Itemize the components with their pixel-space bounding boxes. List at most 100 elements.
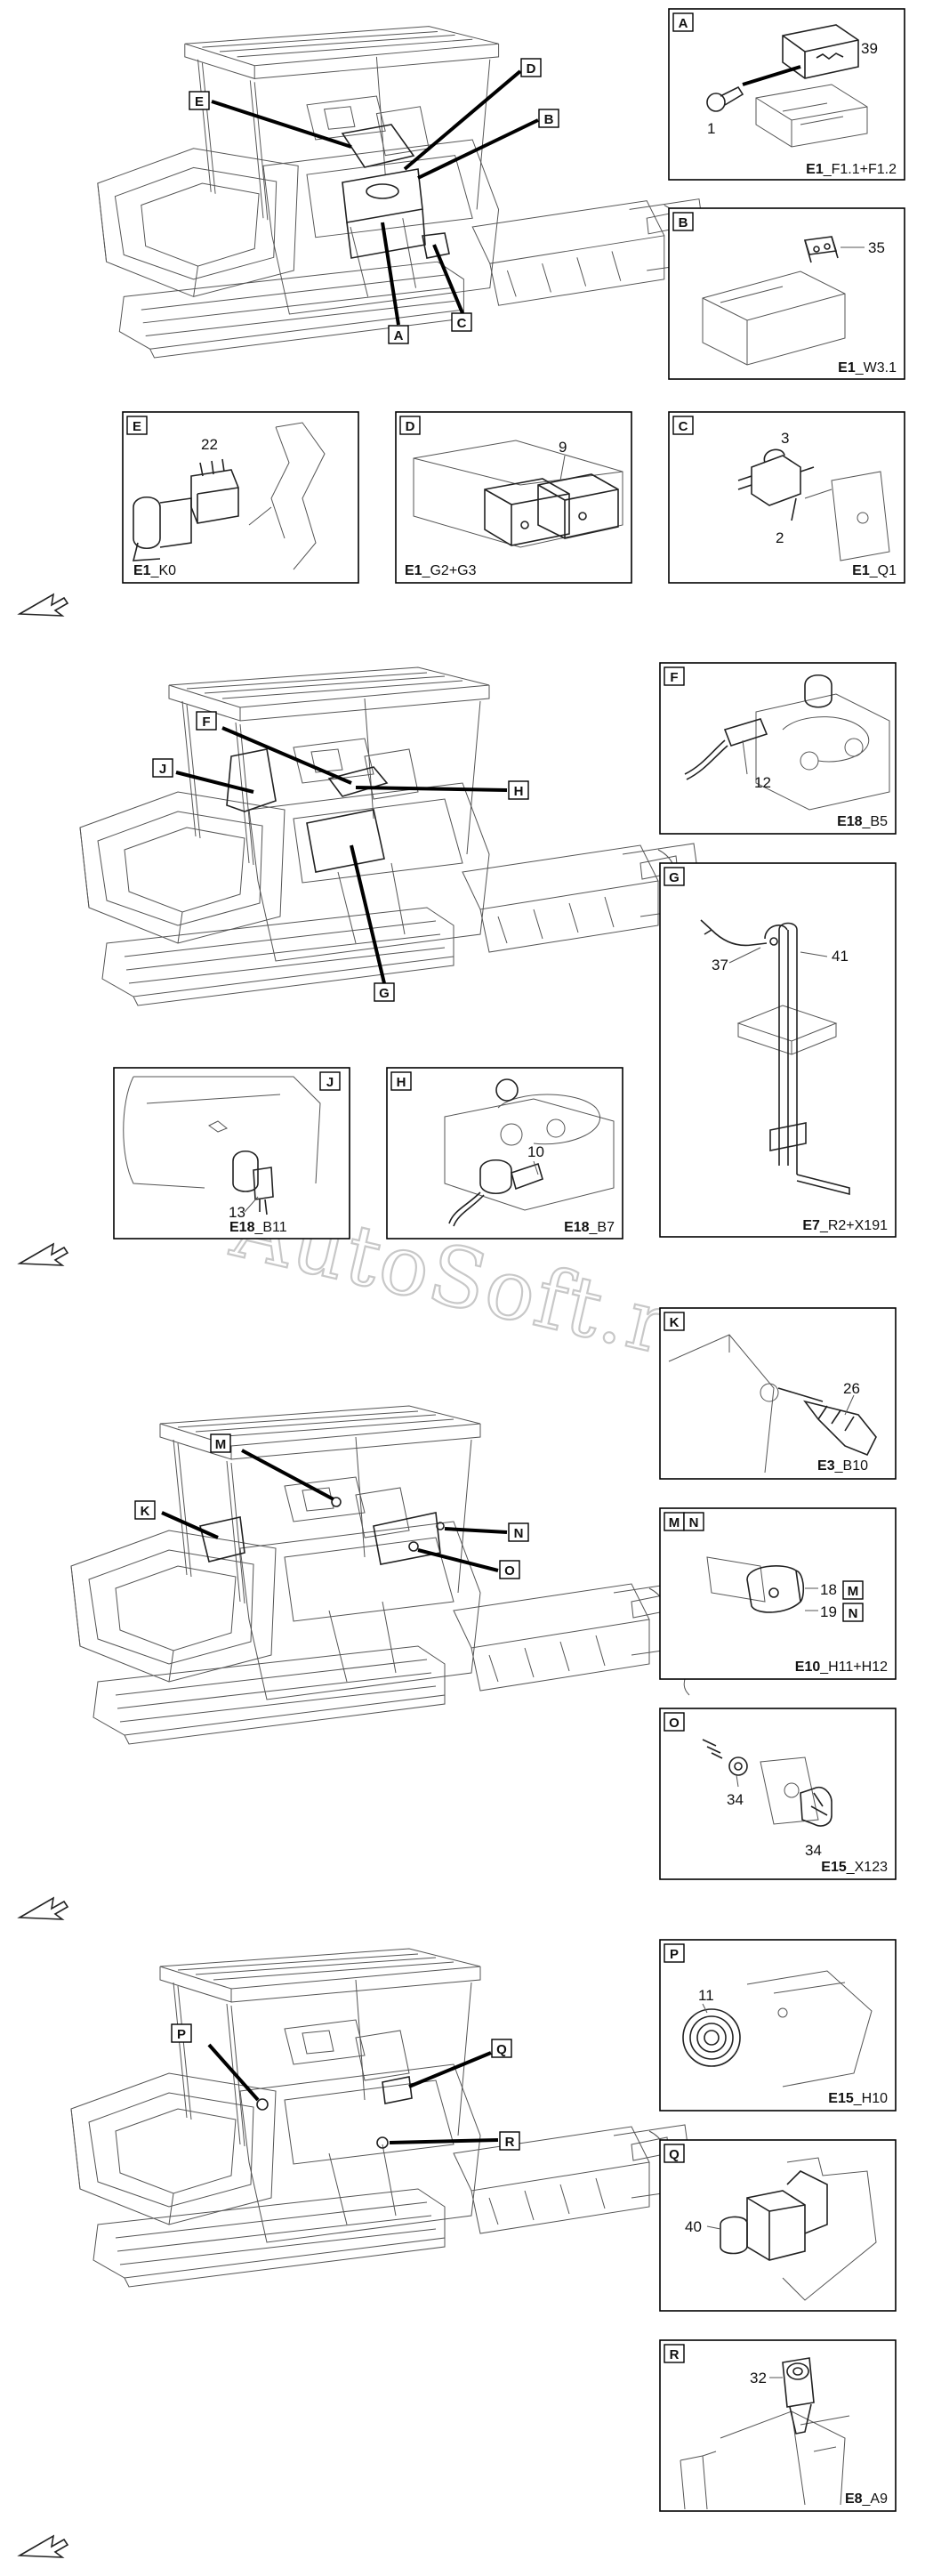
detail-C-code: E1_Q1: [852, 563, 897, 578]
svg-text:41: 41: [832, 948, 849, 965]
callout-D-1: D: [520, 58, 542, 77]
callout-N-3: N: [508, 1522, 529, 1542]
svg-text:P: P: [177, 2027, 186, 2042]
detail-H-code: E18_B7: [564, 1220, 615, 1235]
next-view-arrow-icon: [17, 2534, 69, 2558]
svg-text:F: F: [202, 715, 210, 730]
svg-text:F: F: [670, 670, 678, 685]
next-view-arrow-icon: [17, 593, 69, 617]
svg-text:P: P: [670, 1947, 679, 1962]
svg-text:3: 3: [781, 430, 789, 447]
detail-P: P 11 E15_H10: [659, 1939, 897, 2112]
svg-text:1: 1: [707, 120, 715, 137]
svg-text:J: J: [159, 762, 166, 777]
svg-text:B: B: [544, 112, 554, 127]
detail-G: G 37 41 E7_R2+X191: [659, 862, 897, 1238]
section-1-overview: [97, 26, 709, 359]
svg-text:18: 18: [820, 1581, 837, 1598]
next-view-arrow-icon: [17, 1896, 69, 1920]
detail-O: O 34 34 E15_X123: [659, 1708, 897, 1880]
detail-M-N-code: E10_H11+H12: [795, 1659, 888, 1675]
svg-text:J: J: [326, 1075, 334, 1090]
svg-text:H: H: [514, 784, 524, 799]
svg-text:N: N: [849, 1606, 858, 1621]
svg-text:22: 22: [201, 436, 218, 453]
svg-text:40: 40: [685, 2218, 702, 2235]
next-view-arrow-icon: [17, 1242, 69, 1266]
svg-text:M: M: [215, 1437, 227, 1452]
callout-P-4: P: [171, 2023, 192, 2043]
svg-text:Q: Q: [669, 2147, 680, 2162]
callout-J-2: J: [152, 758, 173, 778]
detail-D: D 9 E1_G2+G3: [395, 411, 632, 584]
detail-O-code: E15_X123: [821, 1860, 888, 1875]
svg-text:34: 34: [727, 1791, 744, 1808]
svg-text:R: R: [670, 2347, 680, 2362]
svg-text:37: 37: [712, 957, 728, 973]
svg-text:39: 39: [861, 40, 878, 57]
callout-K-3: K: [134, 1500, 156, 1520]
section-2-overview: [79, 666, 704, 1006]
detail-M-N: M N 18 M 19 N E10_H11+H12: [659, 1507, 897, 1680]
detail-E: E 22 E1_K0: [122, 411, 359, 584]
svg-text:26: 26: [843, 1380, 860, 1397]
callout-H-2: H: [508, 780, 529, 800]
svg-text:A: A: [679, 16, 688, 31]
svg-text:B: B: [679, 215, 688, 230]
detail-K: K 26 E3_B10: [659, 1307, 897, 1480]
svg-text:O: O: [504, 1563, 515, 1579]
detail-D-code: E1_G2+G3: [405, 563, 477, 578]
detail-J-code: E18_B11: [229, 1220, 287, 1235]
svg-text:M: M: [848, 1584, 859, 1599]
callout-E-1: E: [189, 91, 210, 110]
detail-J: J 13 E18_B11: [113, 1067, 350, 1240]
svg-text:32: 32: [750, 2370, 767, 2386]
callout-C-1: C: [451, 312, 472, 332]
svg-text:13: 13: [229, 1204, 245, 1221]
svg-text:R: R: [505, 2135, 515, 2150]
svg-text:19: 19: [820, 1603, 837, 1620]
detail-H: H 10 E18_B7: [386, 1067, 623, 1240]
callout-R-4: R: [499, 2131, 520, 2151]
section-4-overview: [70, 1948, 695, 2288]
svg-text:C: C: [457, 316, 467, 331]
detail-K-code: E3_B10: [817, 1458, 868, 1474]
svg-text:E: E: [133, 419, 141, 434]
callout-G-2: G: [374, 982, 395, 1002]
detail-B: B 35 E1_W3.1: [668, 207, 905, 380]
svg-text:G: G: [669, 870, 680, 885]
svg-text:35: 35: [868, 239, 885, 256]
svg-text:C: C: [679, 419, 688, 434]
svg-text:9: 9: [559, 439, 567, 456]
svg-text:N: N: [514, 1526, 524, 1541]
svg-text:G: G: [379, 986, 390, 1001]
callout-A-1: A: [388, 325, 409, 344]
detail-R: R 32 E8_A9: [659, 2339, 897, 2512]
detail-A-code: E1_F1.1+F1.2: [806, 162, 897, 177]
svg-text:E: E: [195, 94, 204, 109]
svg-text:D: D: [406, 419, 415, 434]
detail-R-code: E8_A9: [845, 2491, 888, 2507]
svg-text:N: N: [689, 1515, 699, 1530]
svg-text:K: K: [141, 1504, 150, 1519]
callout-Q-4: Q: [491, 2039, 512, 2058]
svg-text:12: 12: [754, 774, 771, 791]
callout-F-2: F: [196, 711, 217, 731]
detail-Q: Q 40: [659, 2139, 897, 2312]
detail-F: F 12 E18_B5: [659, 662, 897, 835]
svg-text:A: A: [394, 328, 404, 343]
detail-C: C 3 2 E1_Q1: [668, 411, 905, 584]
detail-A: A 39 1 E1_F1.1+F1.2: [668, 8, 905, 181]
svg-text:34: 34: [805, 1842, 822, 1859]
callout-O-3: O: [499, 1560, 520, 1579]
section-3-overview: [70, 1405, 695, 1745]
detail-P-code: E15_H10: [828, 2091, 888, 2106]
svg-text:Q: Q: [496, 2042, 507, 2057]
svg-text:K: K: [670, 1315, 680, 1330]
detail-F-code: E18_B5: [837, 814, 888, 829]
detail-E-code: E1_K0: [133, 563, 176, 578]
callout-M-3: M: [210, 1433, 231, 1453]
detail-G-code: E7_R2+X191: [802, 1218, 888, 1233]
svg-text:10: 10: [527, 1143, 544, 1160]
